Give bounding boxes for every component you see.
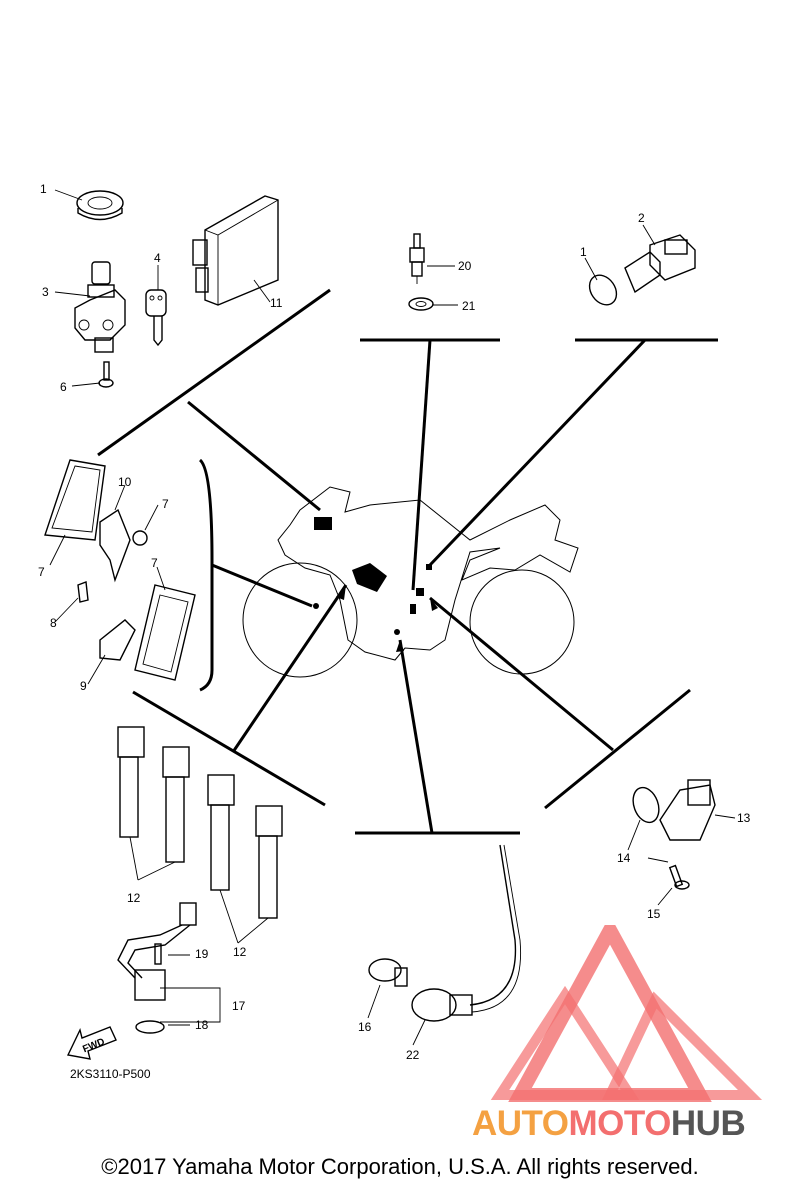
- callout-19: 19: [195, 947, 209, 961]
- callout-2: 2: [638, 211, 645, 225]
- diagram-code: 2KS3110-P500: [70, 1067, 151, 1081]
- sensors-16-22: [368, 844, 522, 1022]
- callout-9: 9: [80, 679, 87, 693]
- watermark-brand: AUTOMOTOHUB: [472, 1104, 746, 1144]
- callout-11: 11: [270, 296, 283, 310]
- brand-auto: AUTO: [472, 1104, 569, 1143]
- leader-lines: [187, 338, 647, 834]
- callout-7b: 7: [151, 556, 158, 570]
- callout-17: 17: [232, 999, 246, 1013]
- callout-8a: 7: [162, 497, 169, 511]
- forward-arrow-icon: FWD: [66, 1026, 117, 1060]
- fwd-label: FWD: [81, 1037, 106, 1056]
- callout-10: 10: [118, 475, 132, 489]
- motorcycle-silhouette: [242, 486, 579, 678]
- automotohub-logo-mark: [490, 925, 763, 1102]
- callout-16: 16: [358, 1020, 372, 1034]
- callout-4: 4: [154, 251, 161, 265]
- temperature-sensor: [588, 234, 696, 306]
- callout-22: 22: [406, 1048, 420, 1062]
- reflector-assemblies: [44, 459, 196, 681]
- spark-plug: [408, 233, 434, 311]
- callout-7a: 7: [38, 565, 45, 579]
- copyright-text: ©2017 Yamaha Motor Corporation, U.S.A. A…: [101, 1154, 699, 1179]
- brand-hub: HUB: [670, 1104, 746, 1143]
- group-frame-lines: [97, 288, 718, 835]
- callout-13: 13: [737, 811, 751, 825]
- callout-8b: 8: [50, 616, 57, 630]
- brand-moto: MOTO: [568, 1104, 672, 1143]
- callout-1: 1: [580, 245, 587, 259]
- ignition-coils: [117, 726, 283, 919]
- callout-6: 6: [60, 380, 67, 394]
- main-switch-assembly: [74, 190, 167, 388]
- callout-14: 14: [617, 851, 631, 865]
- callout-3: 3: [42, 285, 49, 299]
- callout-5: 1: [40, 182, 47, 196]
- crankshaft-sensor: [117, 902, 197, 1034]
- callout-12a: 12: [127, 891, 141, 905]
- callout-12b: 12: [233, 945, 247, 959]
- callout-20: 20: [458, 259, 472, 273]
- callout-18: 18: [195, 1018, 209, 1032]
- callout-numbers: 1 3 6 4 11 1 2 20 21 10 7 7 7 8 9 12 12 …: [38, 182, 751, 1062]
- callout-15: 15: [647, 907, 661, 921]
- camshaft-sensor: [632, 779, 716, 890]
- ecu-unit: [192, 195, 279, 306]
- callout-21: 21: [462, 299, 476, 313]
- callout-leaders: [49, 189, 736, 1046]
